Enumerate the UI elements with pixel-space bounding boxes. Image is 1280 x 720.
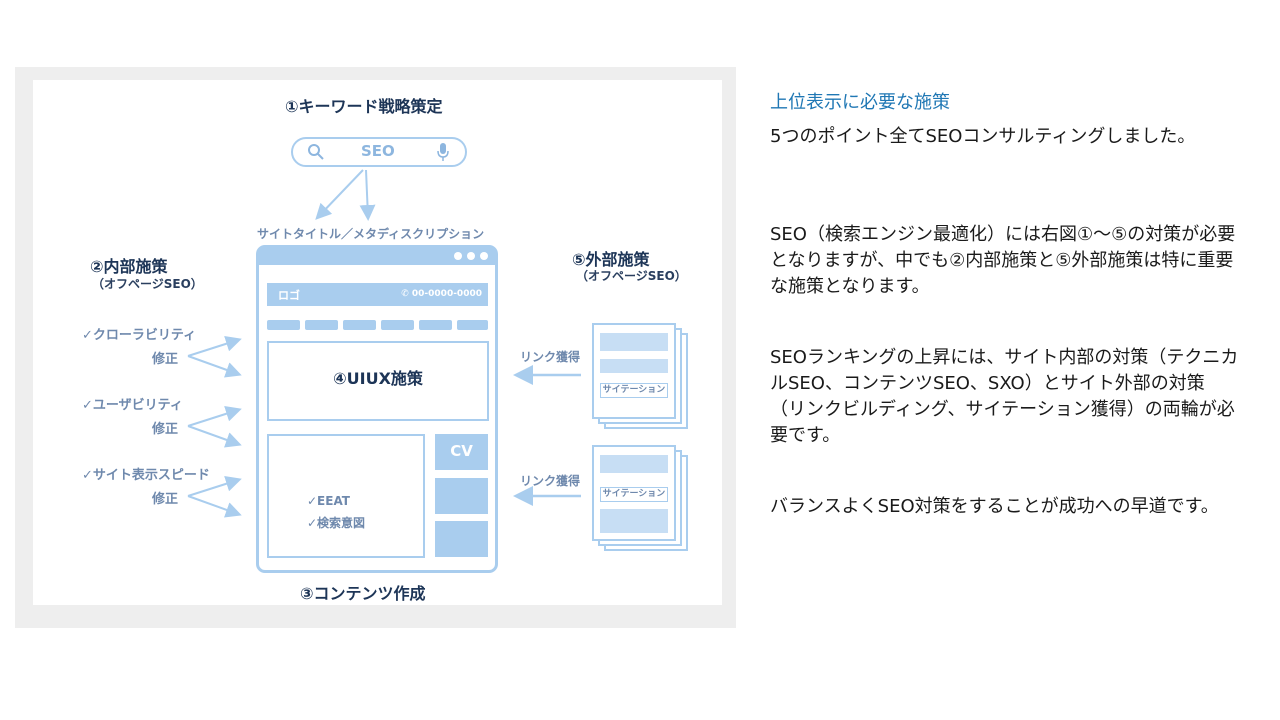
link-label-2: リンク獲得 (520, 474, 581, 488)
page-block (600, 455, 668, 473)
link-label-1: リンク獲得 (520, 350, 581, 364)
side-block (435, 478, 488, 514)
citation-tag-2: サイテーション (600, 487, 668, 502)
content-area: ✓EEAT ✓検索意図 (267, 434, 425, 558)
check-eeat: ✓EEAT (307, 494, 350, 508)
uiux-label: ④UIUX施策 (333, 369, 423, 388)
site-header: ロゴ ✆ 00-0000-0000 (267, 283, 488, 306)
nav-item (381, 320, 414, 330)
panel-heading: 上位表示に必要な施策 (770, 92, 950, 113)
fix-arrow-2a (187, 406, 242, 427)
fix-arrow-1b (187, 355, 242, 378)
internal-item-speed: ✓サイト表示スピード (82, 468, 210, 483)
nav-item (343, 320, 376, 330)
internal-item-action: 修正 (152, 352, 179, 367)
nav-item (305, 320, 338, 330)
window-dot-icon (480, 252, 488, 260)
internal-item-usability: ✓ユーザビリティ (82, 398, 183, 413)
search-text: SEO (361, 142, 395, 160)
fix-arrow-3b (187, 495, 242, 518)
external-page-2: サイテーション (592, 445, 676, 541)
internal-item-action: 修正 (152, 422, 179, 437)
uiux-area: ④UIUX施策 (267, 341, 489, 421)
step5-subtitle: （オフページSEO） (576, 269, 687, 283)
meta-label: サイトタイトル／メタディスクリプション (257, 227, 485, 241)
fix-arrow-1a (187, 336, 242, 357)
fix-arrow-2b (187, 425, 242, 448)
browser-title-bar (259, 248, 495, 265)
search-icon (308, 144, 324, 160)
citation-tag-1: サイテーション (600, 383, 668, 398)
step5-title: ⑤外部施策 (572, 250, 650, 269)
browser-mockup: ロゴ ✆ 00-0000-0000 ④UIUX施策 ✓EEAT ✓検索意図 CV (256, 245, 498, 573)
panel-paragraph-2: SEO（検索エンジン最適化）には右図①～⑤の対策が必要となりますが、中でも②内部… (770, 224, 1236, 297)
search-bar: SEO (291, 137, 467, 167)
page-block (600, 359, 668, 373)
nav-item (419, 320, 452, 330)
internal-item-crawlability: ✓クローラビリティ (82, 328, 197, 343)
page-block (600, 509, 668, 533)
search-arrow-left (315, 169, 364, 220)
microphone-icon (437, 143, 449, 161)
search-arrow-right (359, 169, 376, 221)
page-block (600, 333, 668, 351)
internal-item-action: 修正 (152, 492, 179, 507)
step2-title: ②内部施策 (90, 257, 168, 276)
panel-paragraph-3: SEOランキングの上昇には、サイト内部の対策（テクニカルSEO、コンテンツSEO… (770, 347, 1239, 446)
step3-title: ③コンテンツ作成 (300, 584, 426, 603)
cv-label: CV (450, 442, 473, 460)
window-dot-icon (454, 252, 462, 260)
cv-box: CV (435, 434, 488, 470)
window-dot-icon (467, 252, 475, 260)
check-search-intent: ✓検索意図 (307, 516, 366, 530)
step1-title: ①キーワード戦略策定 (285, 97, 443, 116)
side-block (435, 521, 488, 557)
panel-paragraph-1: 5つのポイント全てSEOコンサルティングしました。 (770, 126, 1196, 147)
step2-subtitle: （オフページSEO） (92, 277, 203, 291)
external-page-1: サイテーション (592, 323, 676, 419)
nav-item (457, 320, 488, 330)
site-logo: ロゴ (278, 289, 300, 302)
site-phone: ✆ 00-0000-0000 (401, 289, 482, 299)
fix-arrow-3a (187, 476, 242, 497)
nav-item (267, 320, 300, 330)
panel-paragraph-4: バランスよくSEO対策をすることが成功への早道です。 (770, 496, 1219, 517)
